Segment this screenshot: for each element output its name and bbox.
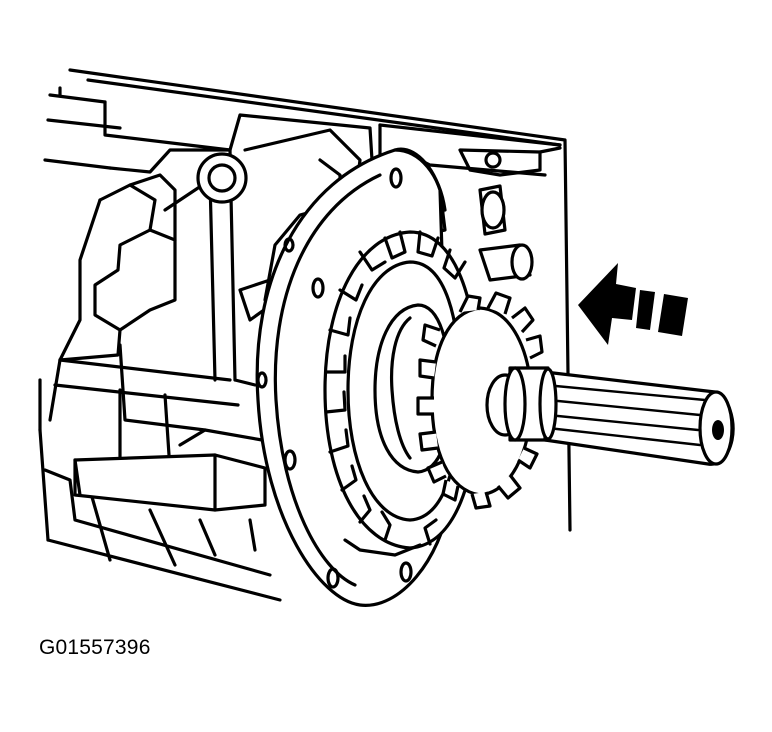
transmission-case	[38, 68, 572, 602]
figure-id-label: G01557396	[39, 636, 151, 659]
output-shaft	[503, 366, 735, 466]
direction-arrow	[578, 263, 688, 345]
output-gear	[416, 291, 547, 510]
